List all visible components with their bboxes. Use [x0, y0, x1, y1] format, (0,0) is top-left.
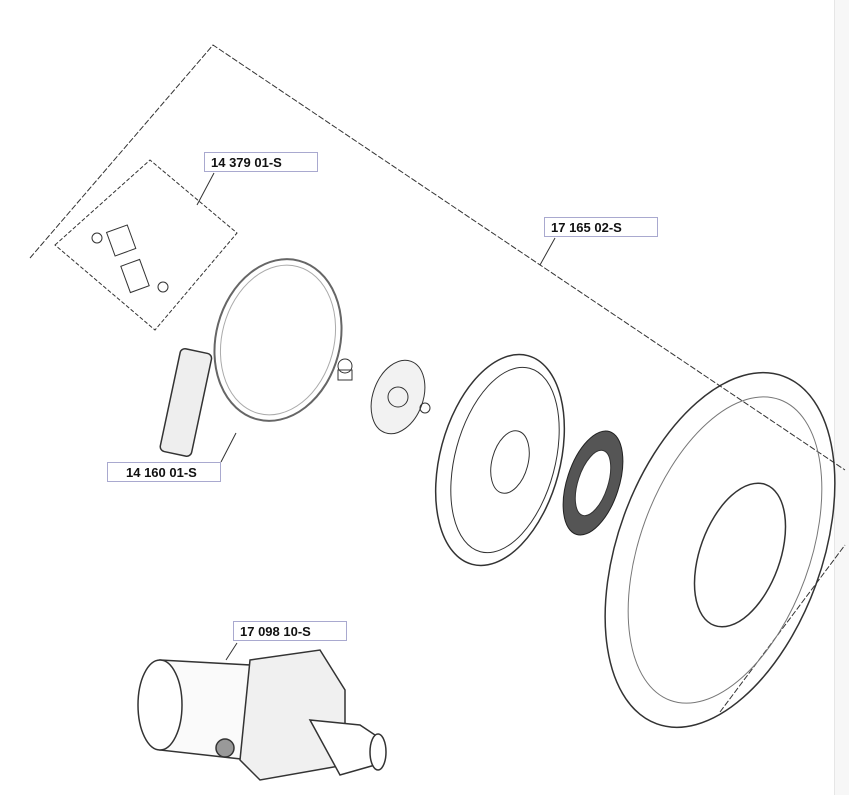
- starter-rope: [213, 258, 343, 422]
- starter-housing: [604, 371, 836, 729]
- part-label-pawl-kit[interactable]: 14 379 01-S: [204, 152, 318, 172]
- part-label-starter-rope-handle[interactable]: 14 160 01-S: [107, 462, 221, 482]
- pawl-kit-box: [54, 159, 238, 331]
- starter-motor: [137, 649, 387, 781]
- assembly-boundary-lower: [719, 544, 846, 713]
- cam-plate: [370, 359, 431, 435]
- center-bolt: [337, 358, 353, 381]
- leader-line: [225, 642, 238, 661]
- recoil-spring: [562, 430, 624, 536]
- rope-handle: [159, 347, 213, 457]
- page-edge: [834, 0, 849, 795]
- assembly-boundary: [29, 44, 846, 471]
- leader-line: [539, 237, 556, 266]
- part-label-electric-starter-motor[interactable]: 17 098 10-S: [233, 621, 347, 641]
- rope-pulley: [434, 353, 566, 567]
- leader-line: [220, 432, 237, 463]
- pawl-kit-parts: [91, 224, 169, 294]
- leader-line: [196, 172, 215, 206]
- part-label-starter-assembly[interactable]: 17 165 02-S: [544, 217, 658, 237]
